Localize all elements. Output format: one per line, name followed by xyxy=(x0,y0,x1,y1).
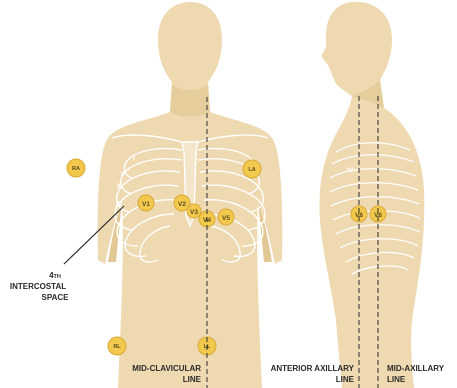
side-torso: IV V6 V6 xyxy=(320,2,425,388)
electrode-v1-label: V1 xyxy=(142,201,150,208)
electrode-ra-label: RA xyxy=(72,166,80,172)
electrode-la: LA xyxy=(243,160,261,178)
front-torso: I II III IV RA LA RL LL V1 V2 xyxy=(64,2,282,388)
electrode-ra: RA xyxy=(67,159,85,177)
intercostal-label: 4TH INTERCOSTAL SPACE xyxy=(10,271,69,302)
electrode-v3: V3 xyxy=(187,204,201,218)
side-rib-label-iv: IV xyxy=(347,167,354,174)
electrode-rl-label: RL xyxy=(113,344,121,350)
electrode-v2-label: V2 xyxy=(178,201,186,208)
side-body-silhouette xyxy=(320,2,425,388)
electrode-la-label: LA xyxy=(248,167,255,173)
electrode-v5-label: V5 xyxy=(222,215,230,222)
anterior-axillary-line2: LINE xyxy=(336,375,355,384)
mid-axillary-line2: LINE xyxy=(387,375,406,384)
rib-label-i: I xyxy=(133,155,135,162)
electrode-rl: RL xyxy=(108,337,126,355)
intercostal-line3: SPACE xyxy=(42,293,70,302)
intercostal-line2: INTERCOSTAL xyxy=(10,282,66,291)
rib-label-ii: II xyxy=(121,171,125,178)
electrode-v1: V1 xyxy=(138,195,154,211)
electrode-v5: V5 xyxy=(218,209,234,225)
intercostal-number-suffix: TH xyxy=(54,274,61,280)
anterior-axillary-line1: ANTERIOR AXILLARY xyxy=(271,364,355,373)
electrode-v3-label: V3 xyxy=(190,209,198,216)
mid-clavicular-line1: MID-CLAVICULAR xyxy=(132,364,201,373)
rib-label-iv: IV xyxy=(116,201,123,208)
mid-axillary-line1: MID-AXILLARY xyxy=(387,364,445,373)
rib-label-iii: III xyxy=(117,183,123,190)
svg-text:4TH: 4TH xyxy=(49,271,61,280)
mid-clavicular-line2: LINE xyxy=(183,375,202,384)
